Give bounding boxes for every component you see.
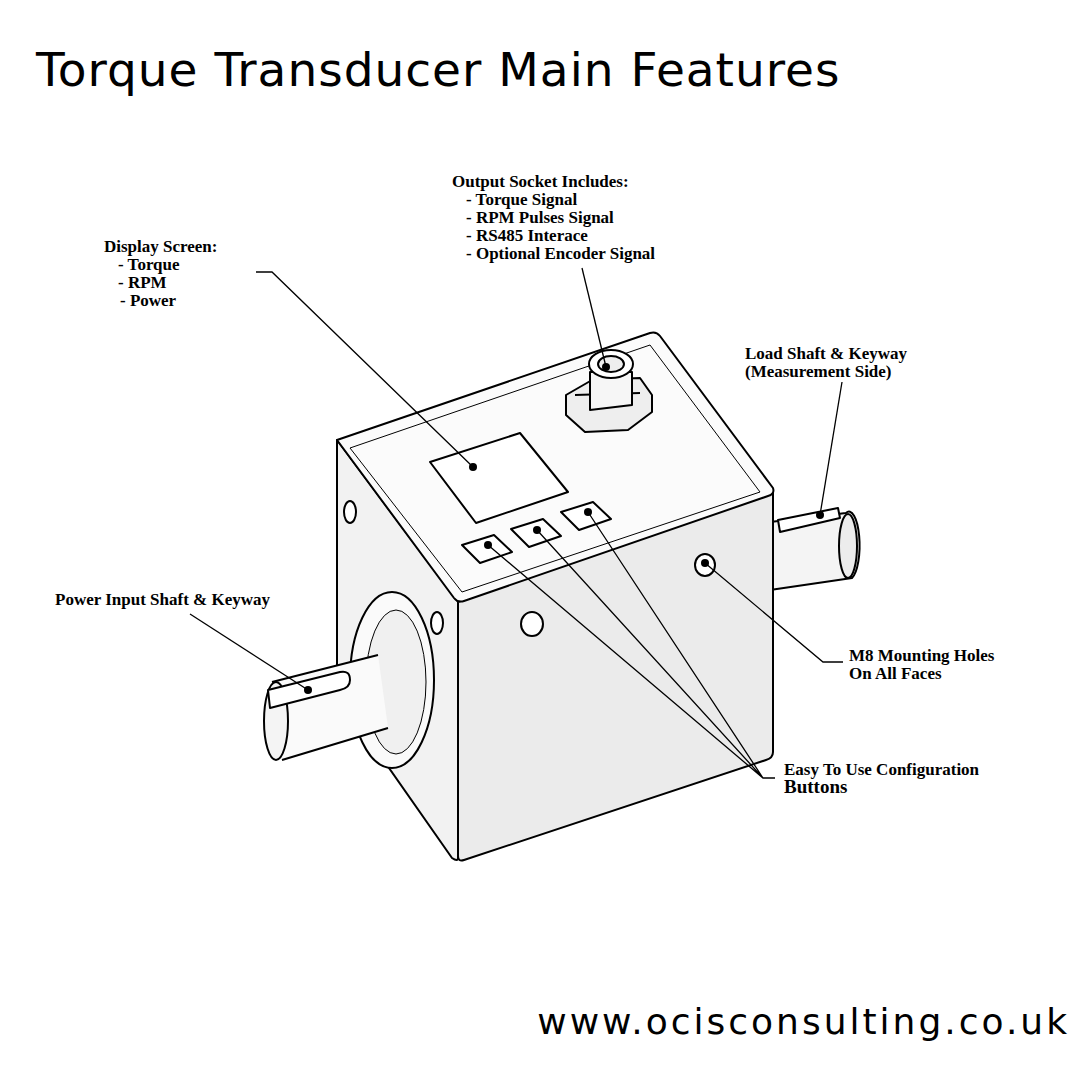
page-title: Torque Transducer Main Features xyxy=(36,42,841,98)
callout-label: Display Screen: xyxy=(104,238,218,256)
callout-label: - RS485 Interace xyxy=(466,227,588,245)
callout-label: (Measurement Side) xyxy=(745,363,892,381)
callout-label: - Optional Encoder Signal xyxy=(466,245,655,263)
callout-label: Load Shaft & Keyway xyxy=(745,345,907,363)
watermark: www.ocisconsulting.co.uk xyxy=(537,1000,1070,1044)
callout-label: M8 Mounting Holes xyxy=(849,647,994,665)
callout-label: - Power xyxy=(120,292,176,310)
callout-label: Buttons xyxy=(784,778,847,796)
callout-label: Easy To Use Configuration xyxy=(784,761,979,779)
callout-label: Output Socket Includes: xyxy=(452,173,629,191)
callout-label: On All Faces xyxy=(849,665,942,683)
callout-label: - RPM xyxy=(118,274,167,292)
callout-label: - Torque Signal xyxy=(466,191,577,209)
callout-label: - Torque xyxy=(118,256,180,274)
callout-label: - RPM Pulses Signal xyxy=(466,209,614,227)
callout-label: Power Input Shaft & Keyway xyxy=(55,591,270,609)
